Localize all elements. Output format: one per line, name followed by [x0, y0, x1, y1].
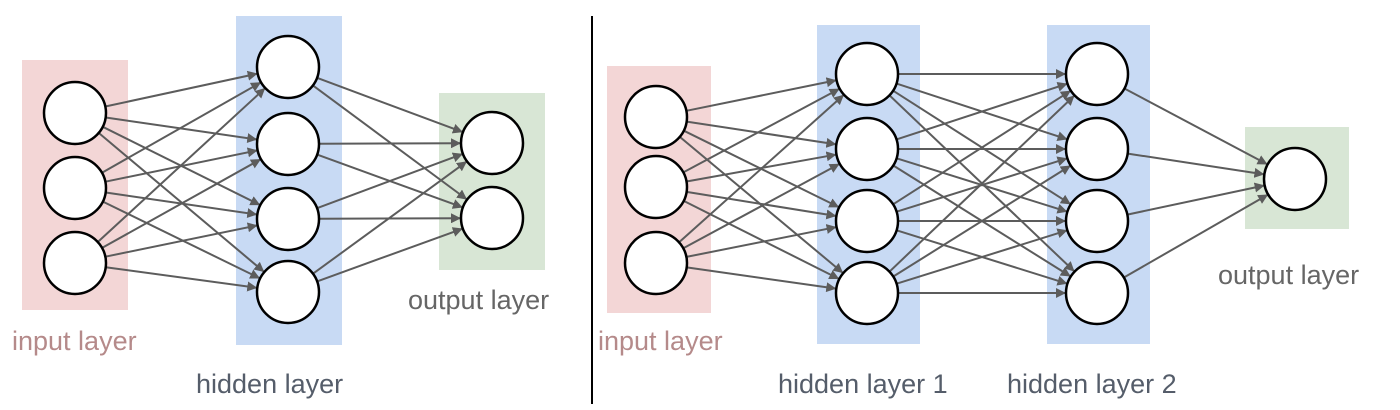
right-layer2-node-1: [1064, 41, 1130, 107]
left-edge-l0-n2-to-n0: [97, 87, 266, 243]
right-edge-l0-n2-to-n2: [686, 224, 837, 258]
right-edge-l0-n2-to-n1: [682, 163, 840, 250]
right-layer3-node-1: [1262, 146, 1328, 212]
left-layer2-node-2: [459, 185, 525, 251]
right-layer0-node-2: [623, 154, 689, 220]
left-layer0-node-3: [42, 230, 108, 296]
left-edge-l0-n2-to-n1: [101, 158, 261, 249]
right-edge-l2-n1-to-n0: [1127, 152, 1265, 178]
right-layer2-node-2: [1064, 116, 1130, 182]
left-network: input layer hidden layer output layer: [12, 16, 549, 399]
left-layer1-node-3: [255, 186, 321, 252]
left-layer0-node-2: [42, 155, 108, 221]
right-edge-l0-n1-to-n0: [682, 88, 840, 174]
right-layer0-node-3: [623, 230, 689, 296]
left-layer1-node-4: [255, 259, 321, 325]
left-edge-l1-n3-to-n0: [312, 161, 468, 275]
left-edge-l0-n0-to-n0: [105, 70, 258, 108]
left-edge-l0-n2-to-n3: [105, 266, 258, 292]
left-edge-l1-n1-to-n0: [318, 138, 461, 149]
left-edge-l1-n3-to-n1: [316, 227, 463, 283]
right-edge-l0-n0-to-n1: [686, 120, 837, 148]
right-network: input layer hidden layer 1 hidden layer …: [598, 25, 1359, 399]
left-input-layer-label: input layer: [12, 326, 137, 356]
right-edge-l1-n3-to-n2: [896, 228, 1068, 285]
right-hidden-layer-1-label: hidden layer 1: [778, 369, 948, 399]
left-layer1-node-2: [255, 111, 321, 177]
right-edge-l0-n1-to-n2: [686, 190, 837, 220]
right-nodes: [623, 41, 1328, 326]
right-input-layer-label: input layer: [598, 326, 723, 356]
right-edges: [678, 69, 1269, 298]
right-layer1-node-3: [834, 188, 900, 254]
right-edge-l1-n1-to-n0: [896, 81, 1068, 141]
left-edge-l1-n0-to-n0: [316, 76, 463, 134]
right-layer1-node-1: [834, 41, 900, 107]
right-layer1-node-4: [834, 260, 900, 326]
right-edge-l2-n3-to-n0: [1123, 194, 1269, 279]
right-edge-l1-n3-to-n1: [892, 165, 1071, 278]
left-edge-l0-n0-to-n3: [98, 132, 265, 273]
right-layer2-node-3: [1064, 188, 1130, 254]
left-edge-l0-n1-to-n0: [101, 81, 262, 174]
right-layer2-node-4: [1064, 260, 1130, 326]
left-output-layer-label: output layer: [408, 285, 549, 315]
right-hidden-layer-2-label: hidden layer 2: [1007, 369, 1177, 399]
left-layer1-node-1: [255, 34, 321, 100]
right-layer1-node-2: [834, 116, 900, 182]
right-edge-l0-n2-to-n3: [686, 266, 837, 293]
right-edge-l2-n2-to-n0: [1127, 182, 1265, 216]
left-nodes: [42, 34, 525, 325]
left-hidden-layer-label: hidden layer: [196, 369, 343, 399]
left-layer2-node-1: [459, 110, 525, 176]
left-edge-l0-n2-to-n2: [105, 222, 258, 258]
right-edge-l1-n2-to-n0: [892, 90, 1071, 206]
left-layer0-node-1: [42, 80, 108, 146]
right-edge-l2-n0-to-n0: [1123, 87, 1268, 165]
left-edge-l1-n2-to-n0: [316, 152, 463, 210]
right-edge-l0-n0-to-n0: [686, 77, 837, 112]
right-edge-l0-n2-to-n0: [678, 94, 844, 244]
right-layer0-node-1: [623, 84, 689, 150]
right-edge-l1-n3-to-n0: [888, 95, 1075, 273]
right-output-layer-label: output layer: [1218, 260, 1359, 290]
left-edges: [97, 70, 468, 292]
